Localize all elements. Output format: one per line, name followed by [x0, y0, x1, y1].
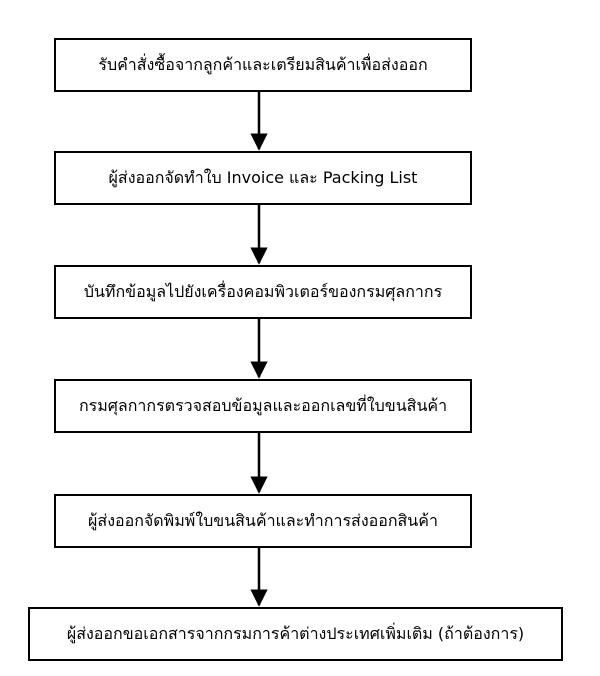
flow-step-4: กรมศุลกากรตรวจสอบข้อมูลและออกเลขที่ใบขนส… — [54, 379, 472, 433]
flow-step-6: ผู้ส่งออกขอเอกสารจากกรมการค้าต่างประเทศเ… — [28, 607, 563, 661]
flow-step-5-label: ผู้ส่งออกจัดพิมพ์ใบขนสินค้าและทำการส่งออ… — [88, 511, 438, 531]
flow-step-6-label: ผู้ส่งออกขอเอกสารจากกรมการค้าต่างประเทศเ… — [66, 624, 525, 644]
flow-step-2-label: ผู้ส่งออกจัดทำใบ Invoice และ Packing Lis… — [108, 168, 418, 188]
flow-step-2: ผู้ส่งออกจัดทำใบ Invoice และ Packing Lis… — [54, 151, 472, 205]
flow-step-1: รับคำสั่งซื้อจากลูกค้าและเตรียมสินค้าเพื… — [54, 38, 472, 92]
flow-step-3: บันทึกข้อมูลไปยังเครื่องคอมพิวเตอร์ของกร… — [54, 265, 472, 319]
flow-step-5: ผู้ส่งออกจัดพิมพ์ใบขนสินค้าและทำการส่งออ… — [54, 494, 472, 548]
flow-step-3-label: บันทึกข้อมูลไปยังเครื่องคอมพิวเตอร์ของกร… — [83, 282, 443, 302]
flow-step-4-label: กรมศุลกากรตรวจสอบข้อมูลและออกเลขที่ใบขนส… — [78, 396, 448, 416]
flow-step-1-label: รับคำสั่งซื้อจากลูกค้าและเตรียมสินค้าเพื… — [98, 55, 428, 75]
